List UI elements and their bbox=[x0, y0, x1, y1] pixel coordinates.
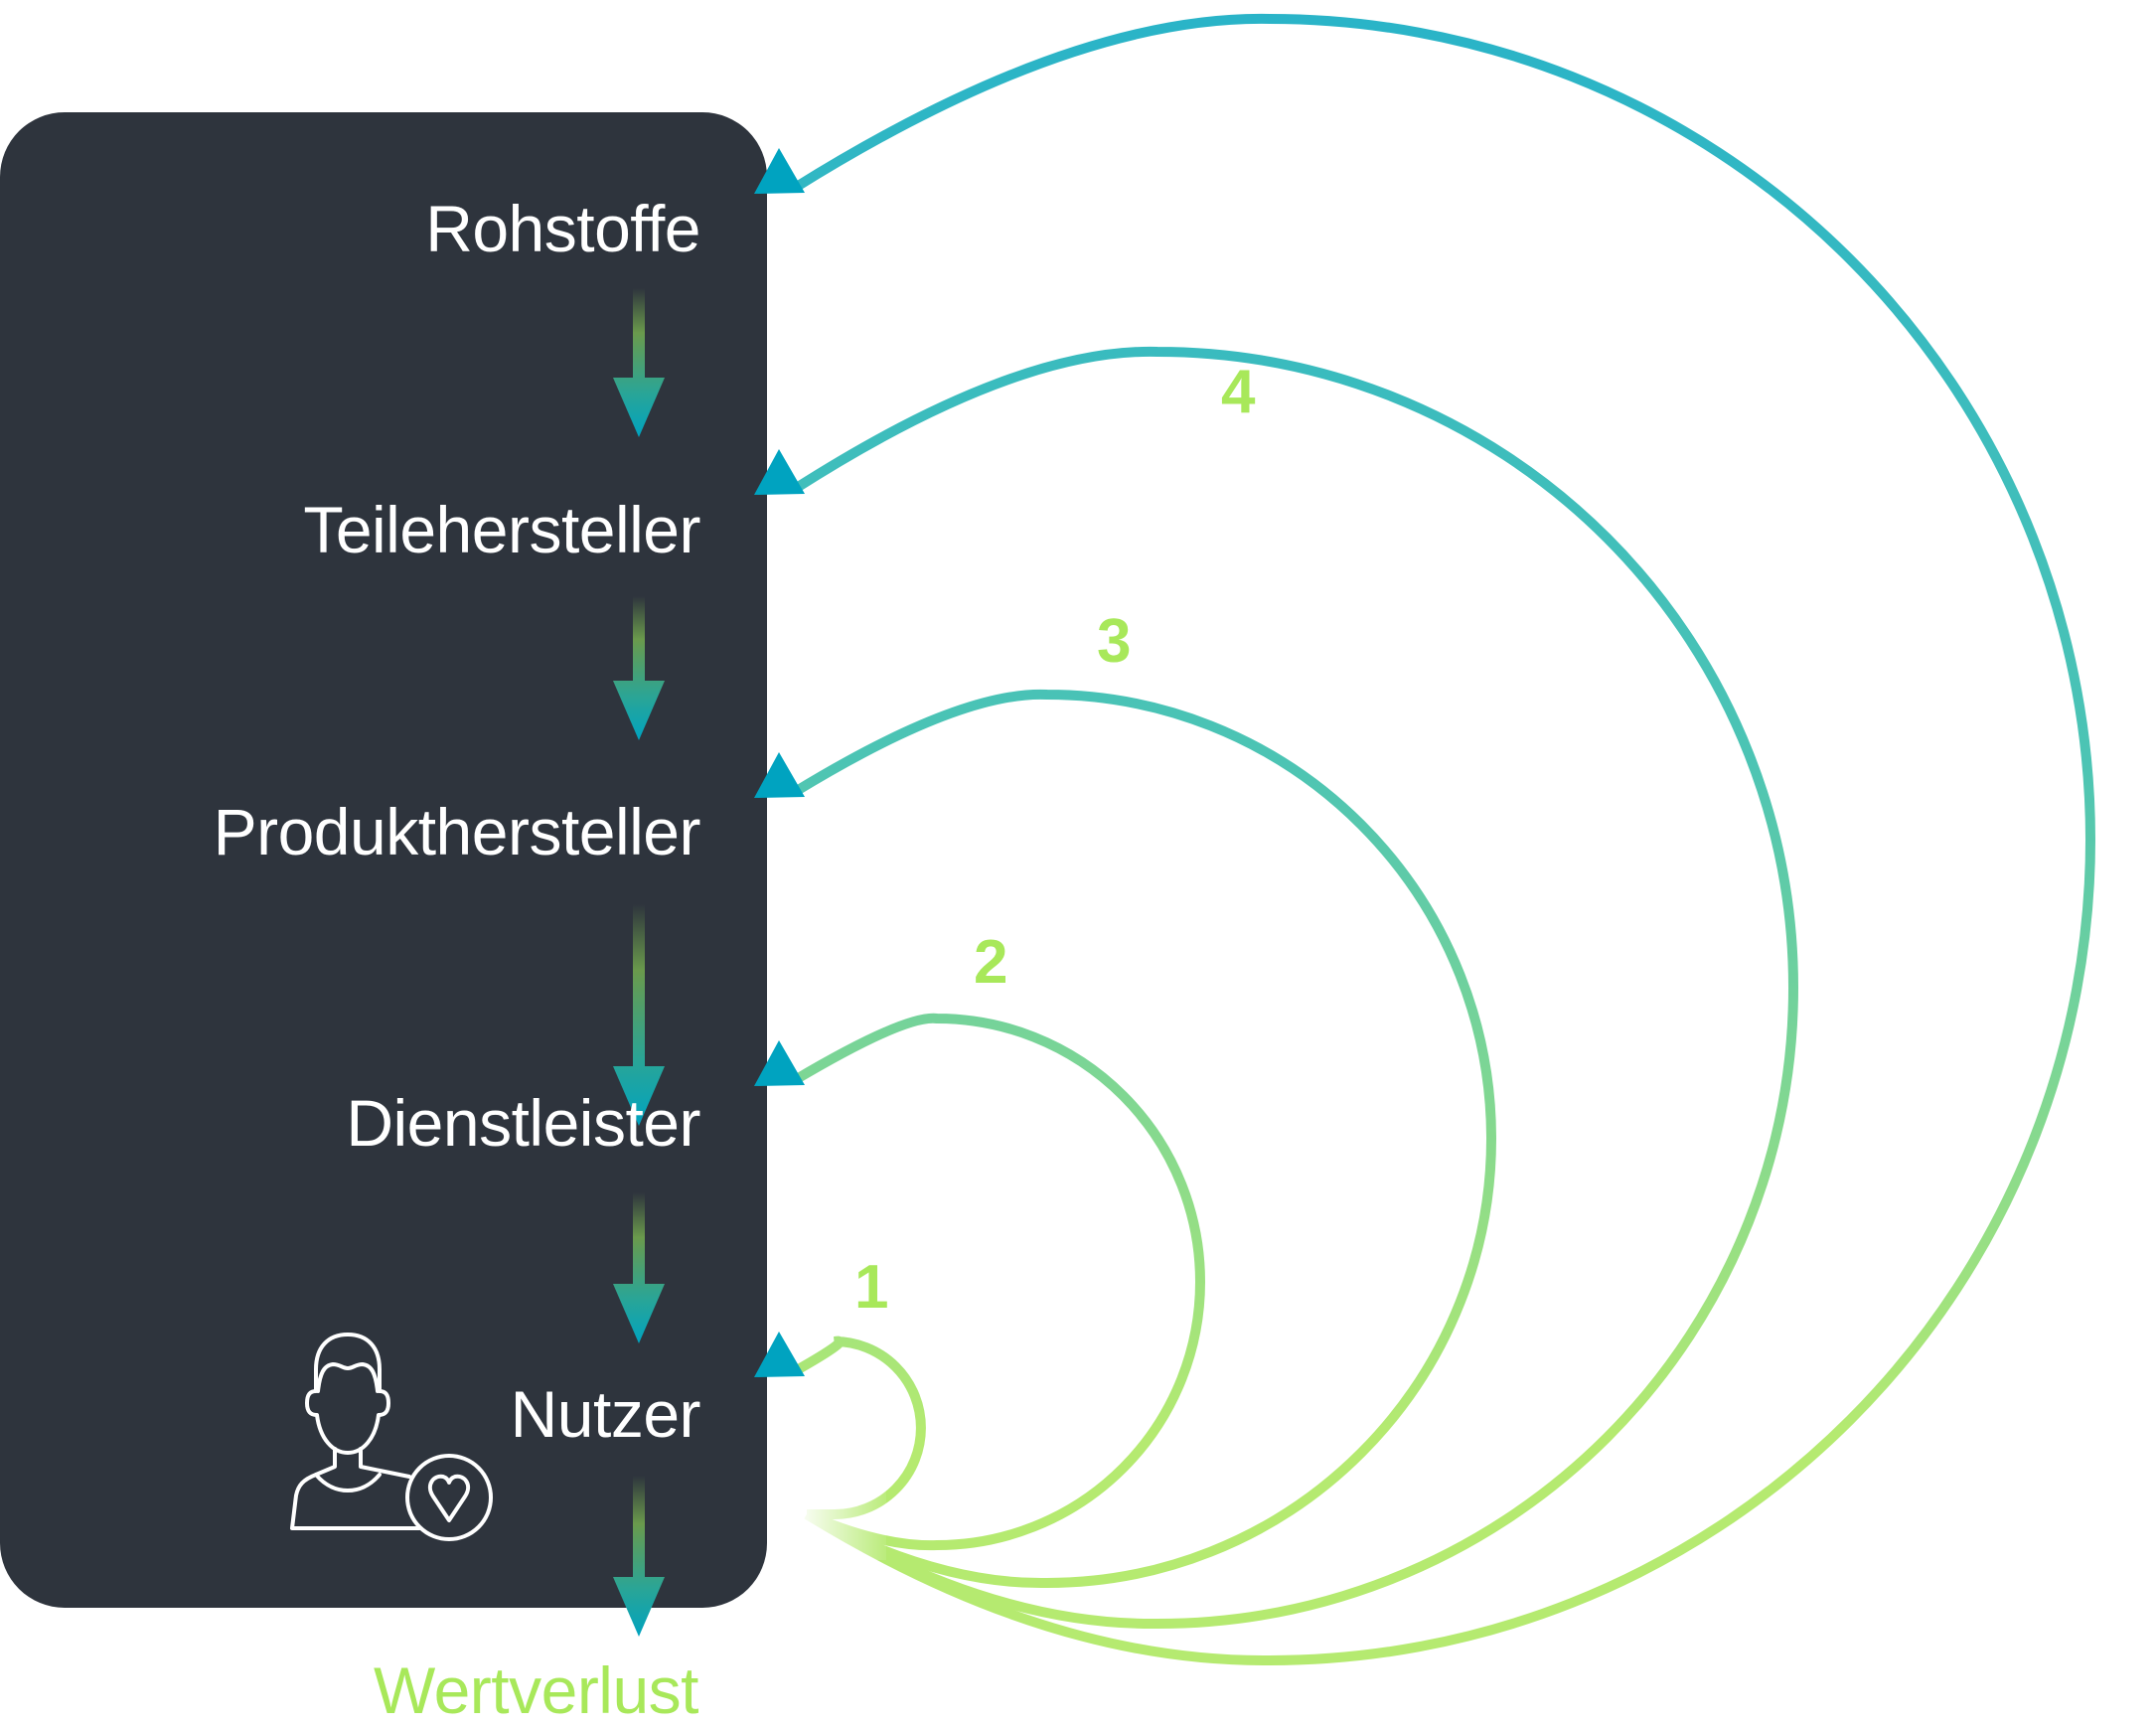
loop-arrowhead-3 bbox=[754, 752, 805, 798]
flow-down-arrow-5 bbox=[613, 1476, 665, 1637]
loop-arc-5 bbox=[792, 13, 2095, 1666]
loop-number-3: 3 bbox=[1097, 607, 1132, 676]
loop-arrowhead-4 bbox=[754, 449, 805, 495]
loop-arc-4 bbox=[792, 346, 1798, 1630]
loop-arc-2 bbox=[792, 1013, 1205, 1551]
loop-number-4: 4 bbox=[1221, 358, 1256, 426]
loop-arc-3 bbox=[792, 689, 1496, 1589]
loop-arrowhead-2 bbox=[754, 1040, 805, 1086]
stage-dienstleister: Dienstleister bbox=[346, 1086, 700, 1160]
loop-number-2: 2 bbox=[974, 928, 1008, 997]
stage-teilehersteller: Teilehersteller bbox=[303, 493, 700, 566]
loop-number-1: 1 bbox=[854, 1253, 889, 1322]
flow-down-arrow-2 bbox=[613, 596, 665, 740]
stage-nutzer: Nutzer bbox=[510, 1377, 701, 1451]
flow-down-arrow-3 bbox=[613, 904, 665, 1126]
stage-produkthersteller: Produkthersteller bbox=[213, 795, 701, 868]
loop-arrowhead-1 bbox=[754, 1332, 805, 1377]
end-label-wertverlust: Wertverlust bbox=[373, 1653, 699, 1727]
flow-down-arrow-4 bbox=[613, 1192, 665, 1343]
loop-origin-fade bbox=[767, 1481, 886, 1560]
stage-rohstoffe: Rohstoffe bbox=[425, 192, 700, 265]
loop-arrowhead-5 bbox=[754, 148, 805, 194]
flow-down-arrow-1 bbox=[613, 288, 665, 437]
